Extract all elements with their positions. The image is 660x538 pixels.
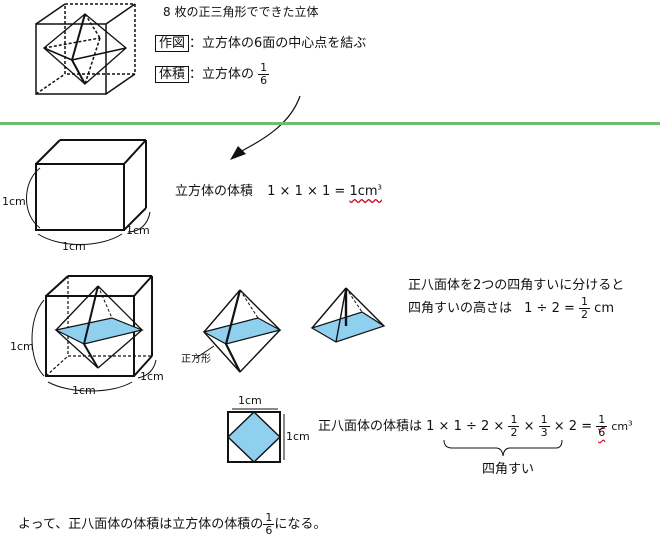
split-text: 正八面体を2つの四角すいに分けると (408, 278, 625, 293)
calc-part1: 1 × 1 ÷ 2 × (426, 419, 509, 434)
cube-volume-result: 1cm3 (349, 183, 383, 199)
construction-label: 作図 (155, 35, 190, 52)
conclusion-text: よって、正八面体の体積は立方体の体積の (18, 517, 264, 532)
unit-cube-figure (26, 139, 151, 245)
square-diagram (226, 408, 285, 463)
height-unit: cm (594, 301, 614, 316)
oct-dim-right: 1cm (140, 370, 164, 383)
brace-label: 四角すい (482, 462, 535, 477)
cube-volume-label: 立方体の体積 (175, 184, 254, 199)
oct-dim-bottom: 1cm (72, 384, 96, 397)
cube-volume-row: 立方体の体積 1 × 1 × 1 = 1cm3 (175, 180, 382, 199)
cube-volume-formula: 1 × 1 × 1 = (267, 184, 350, 199)
cube-with-octahedron-figure (31, 275, 157, 392)
calc-part2: × 2 = (553, 419, 597, 434)
construction-row: 作図：立方体の6面の中心点を結ぶ (155, 32, 366, 52)
square-label: 正方形 (181, 354, 211, 365)
calc-unit: cm3 (611, 419, 633, 433)
cube-dim-bottom: 1cm (62, 240, 86, 253)
height-text: 四角すいの高さは (408, 301, 513, 316)
section-divider (0, 122, 660, 125)
underbrace (443, 439, 563, 457)
height-formula: 1 ÷ 2 = (524, 301, 575, 316)
construction-text: ：立方体の6面の中心点を結ぶ (189, 36, 367, 51)
octahedron-figure (195, 289, 282, 373)
title-text: 8 枚の正三角形でできた立体 (163, 5, 319, 19)
cube-dim-right: 1cm (126, 224, 150, 237)
top-cube-octahedron-figure (35, 3, 136, 95)
oct-dim-left: 1cm (10, 340, 34, 353)
curved-arrow (230, 95, 301, 160)
square-pyramid-figure (310, 287, 386, 343)
volume-label: 体積 (155, 66, 190, 83)
conclusion-text-after: になる。 (274, 517, 327, 532)
square-dim-side: 1cm (286, 430, 310, 443)
oct-volume-label: 正八面体の体積は (318, 419, 423, 434)
volume-text: ：立方体の (189, 67, 255, 82)
calc-times: × (523, 419, 539, 434)
cube-dim-left: 1cm (2, 195, 26, 208)
square-dim-top: 1cm (238, 394, 262, 407)
